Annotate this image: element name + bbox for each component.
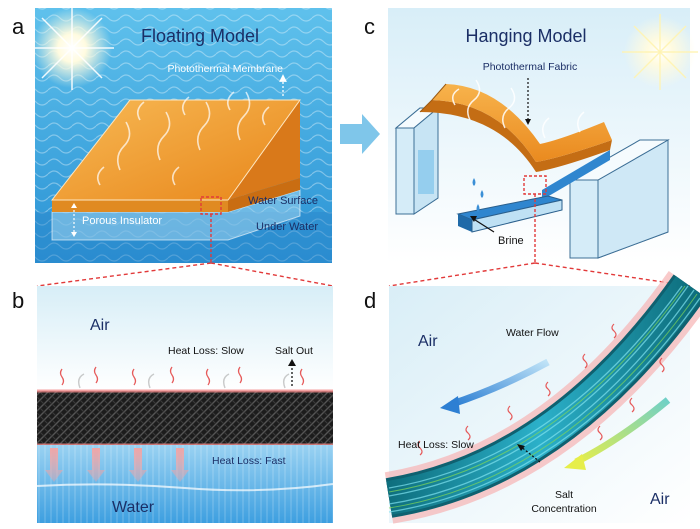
salt-pointer bbox=[519, 445, 541, 463]
fiber-layer bbox=[37, 391, 333, 445]
salt-concentration-arrow bbox=[574, 397, 671, 466]
water-flow-label: Water Flow bbox=[506, 327, 559, 339]
photothermal-fabric bbox=[432, 84, 612, 162]
water-surface-label: Water Surface bbox=[248, 195, 318, 207]
sun-icon bbox=[30, 6, 114, 90]
vapor-wisps-c bbox=[452, 79, 585, 139]
right-tank bbox=[542, 139, 670, 259]
heat-loss-slow-label-d: Heat Loss: Slow bbox=[398, 439, 474, 451]
salt-label: Salt bbox=[555, 489, 573, 501]
vapor-wisps bbox=[96, 91, 270, 186]
concentration-label: Concentration bbox=[531, 503, 597, 515]
brine-label: Brine bbox=[498, 235, 524, 247]
panel-c: c Hanging Model Photothermal Fabric Brin… bbox=[364, 8, 698, 263]
panel-b-air bbox=[37, 286, 333, 391]
air-left-label: Air bbox=[418, 333, 438, 350]
panel-d: d Air Water Flow Heat Loss: Slow Salt Co… bbox=[364, 270, 700, 524]
air-right-label: Air bbox=[650, 491, 670, 508]
panel-b-letter: b bbox=[12, 288, 24, 313]
heat-loss-slow-squiggles bbox=[59, 366, 305, 386]
brine-pointer bbox=[471, 217, 495, 233]
under-water-label: Under Water bbox=[256, 221, 318, 233]
water-label: Water bbox=[112, 499, 155, 516]
membrane-label: Photothermal Membrane bbox=[167, 63, 283, 75]
sun-icon-c bbox=[622, 14, 698, 90]
insulator-label: Porous Insulator bbox=[82, 215, 162, 227]
left-tank bbox=[394, 106, 440, 215]
panel-a-title: Floating Model bbox=[141, 26, 259, 46]
brine-tray bbox=[456, 195, 563, 233]
panel-b: b Air Heat Loss: Slow Salt Out Heat Loss… bbox=[12, 286, 334, 523]
salt-out-label: Salt Out bbox=[275, 345, 313, 357]
panel-c-letter: c bbox=[364, 14, 375, 39]
transition-arrow-icon bbox=[340, 114, 380, 154]
air-label: Air bbox=[90, 317, 110, 334]
heat-loss-slow-label: Heat Loss: Slow bbox=[168, 345, 244, 357]
panel-a: a Floating Model Photothermal Membrane W… bbox=[12, 6, 332, 263]
fabric-edge bbox=[420, 100, 612, 172]
fabric-label: Photothermal Fabric bbox=[483, 61, 578, 73]
water-flow-arrow bbox=[450, 358, 550, 408]
panel-c-title: Hanging Model bbox=[465, 26, 586, 46]
panel-d-letter: d bbox=[364, 288, 376, 313]
heat-loss-fast-arrows bbox=[45, 448, 189, 482]
heat-loss-slow-squiggles-d bbox=[417, 323, 665, 456]
panel-a-letter: a bbox=[12, 14, 25, 39]
heat-loss-fast-label: Heat Loss: Fast bbox=[212, 455, 286, 467]
zoom-lines bbox=[36, 262, 691, 287]
droplet-icons bbox=[472, 178, 484, 212]
